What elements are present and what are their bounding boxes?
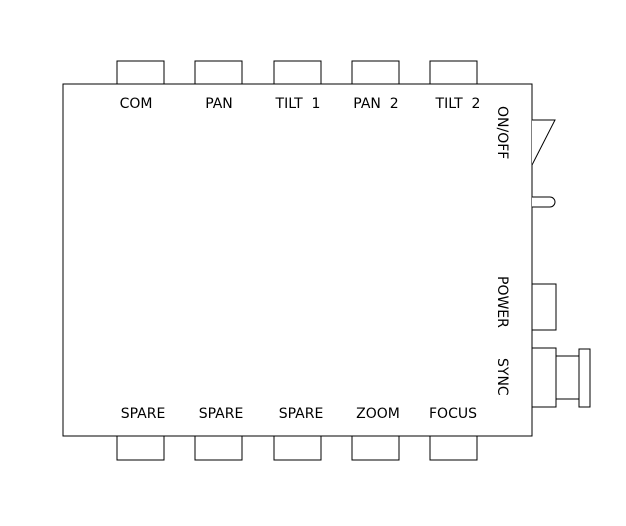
top-connector-pan2 bbox=[351, 60, 400, 85]
label-zoom: ZOOM bbox=[356, 406, 400, 422]
sync-connector-base bbox=[531, 347, 557, 408]
onoff-switch bbox=[531, 119, 556, 166]
label-tilt2: TILT 2 bbox=[435, 96, 481, 112]
label-spare-1: SPARE bbox=[121, 406, 166, 422]
label-power: POWER bbox=[494, 276, 510, 328]
power-connector bbox=[531, 283, 557, 331]
label-pan: PAN bbox=[205, 96, 233, 112]
top-connector-com bbox=[116, 60, 165, 85]
top-connector-tilt2 bbox=[429, 60, 478, 85]
toggle-stub bbox=[532, 196, 556, 208]
label-spare-2: SPARE bbox=[199, 406, 244, 422]
label-com: COM bbox=[120, 96, 153, 112]
bottom-connector-spare-1 bbox=[116, 435, 165, 461]
bottom-connector-zoom bbox=[351, 435, 400, 461]
bottom-connector-focus bbox=[429, 435, 478, 461]
top-connector-pan bbox=[194, 60, 243, 85]
label-tilt1: TILT 1 bbox=[275, 96, 321, 112]
enclosure-body bbox=[62, 83, 533, 437]
bottom-connector-spare-2 bbox=[194, 435, 243, 461]
label-focus: FOCUS bbox=[429, 406, 477, 422]
label-onoff: ON/OFF bbox=[494, 106, 510, 159]
sync-connector-cap bbox=[578, 348, 591, 408]
bottom-connector-spare-3 bbox=[273, 435, 322, 461]
label-sync: SYNC bbox=[494, 358, 510, 396]
label-pan2: PAN 2 bbox=[353, 96, 398, 112]
label-spare-3: SPARE bbox=[279, 406, 324, 422]
top-connector-tilt1 bbox=[273, 60, 322, 85]
sync-connector-collar bbox=[555, 355, 580, 400]
